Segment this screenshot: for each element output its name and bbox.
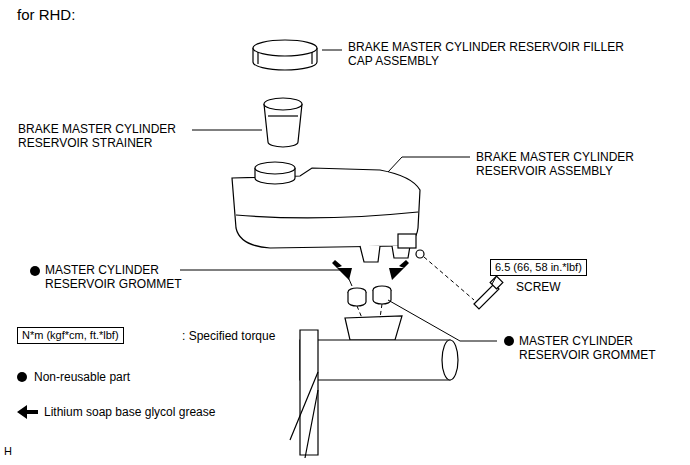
legend-arrow	[17, 405, 38, 419]
cap-rib	[311, 52, 312, 64]
part-name: BRAKE MASTER CYLINDER RESERVOIR ASSEMBLY	[476, 150, 681, 178]
assembly-line	[424, 257, 474, 300]
reservoir-body	[232, 168, 420, 248]
cap-top	[253, 40, 317, 56]
part-name: BRAKE MASTER CYLINDER RESERVOIR FILLER C…	[348, 40, 633, 68]
strainer-rim	[264, 98, 302, 110]
screw-head	[490, 276, 503, 289]
leader-line	[388, 157, 470, 172]
grease-arrow	[332, 260, 352, 280]
grease-arrow	[389, 260, 409, 280]
non-reusable-dot	[504, 336, 514, 346]
leader-line	[192, 130, 262, 131]
assembly-line	[380, 304, 382, 318]
part-name: MASTER CYLINDER RESERVOIR GROMMET	[519, 334, 679, 362]
legend-note: : Specified torque	[182, 329, 332, 343]
variant-note: for RHD:	[17, 8, 137, 22]
torque-value: 6.5 (66, 58 in.*lbf)	[495, 261, 582, 273]
leader-line	[388, 300, 497, 341]
legend-entry: Non-reusable part	[34, 370, 334, 384]
legend-dot	[17, 372, 27, 382]
part-name: BRAKE MASTER CYLINDER RESERVOIR STRAINER	[18, 122, 198, 150]
leader-line	[180, 270, 352, 286]
torque-box: 6.5 (66, 58 in.*lbf)	[490, 259, 587, 276]
legend-entry: Lithium soap base glycol grease	[44, 405, 344, 419]
cylinder-body	[300, 340, 450, 380]
non-reusable-dot	[30, 266, 40, 276]
part-name: MASTER CYLINDER RESERVOIR GROMMET	[45, 263, 205, 291]
cap-rib	[257, 52, 258, 64]
leader-line	[492, 277, 496, 284]
cylinder-end	[442, 340, 458, 380]
grommet	[348, 292, 366, 306]
cylinder-inlets	[345, 316, 402, 340]
grommet	[373, 290, 391, 304]
assembly-line	[357, 306, 362, 318]
part-name: SCREW	[516, 280, 596, 294]
figure-code: H	[4, 444, 24, 458]
reservoir-outlet	[360, 246, 380, 262]
reservoir-neck-top	[255, 162, 295, 174]
torque-key-box: N*m (kgf*cm, ft.*lbf)	[17, 327, 124, 344]
torque-value: N*m (kgf*cm, ft.*lbf)	[22, 329, 119, 341]
reservoir-tab	[398, 234, 416, 248]
strainer-line	[268, 115, 298, 116]
screw-hole	[416, 250, 424, 258]
leader-line	[322, 50, 342, 51]
reservoir-seam	[236, 212, 418, 218]
cylinder-boss	[290, 372, 318, 458]
